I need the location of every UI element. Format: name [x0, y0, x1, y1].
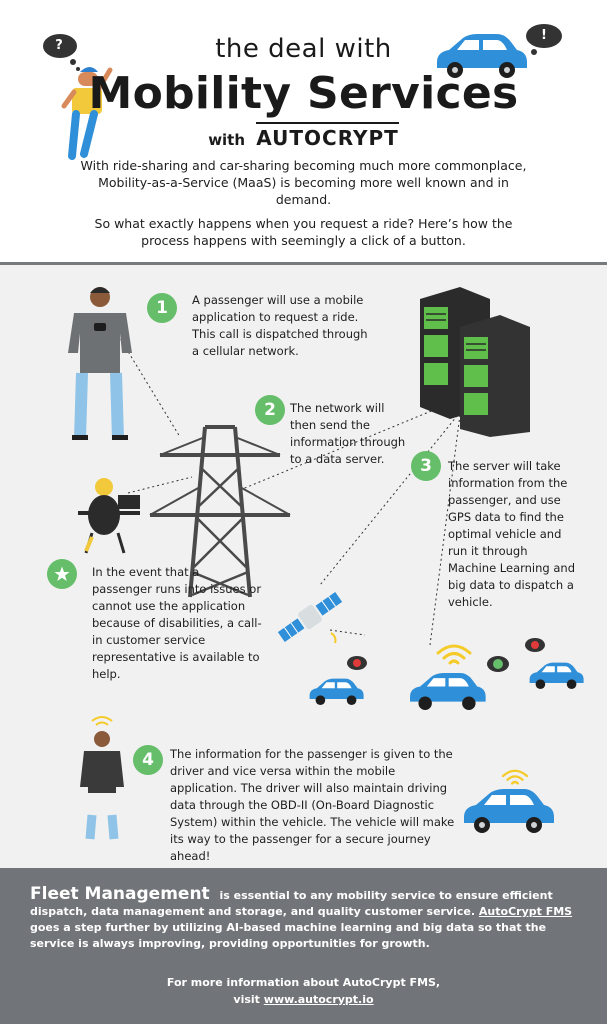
page-title: Mobility Services: [88, 68, 519, 119]
header: ? ! the deal with Mobility Services with…: [0, 0, 607, 262]
step-2-badge: 2: [255, 395, 285, 425]
step-4-text: The information for the passenger is giv…: [170, 747, 455, 863]
step-1-text: A passenger will use a mobile applicatio…: [192, 293, 368, 358]
car-icon-left: [309, 678, 364, 705]
fleet-management-body-2: goes a step further by utilizing AI-base…: [30, 921, 547, 950]
process-panel: 1 A passenger will use a mobile applicat…: [0, 265, 607, 868]
more-info: For more information about AutoCrypt FMS…: [0, 974, 607, 1008]
car-icon-dispatched: [464, 789, 554, 833]
red-x-bubble-icon-right: [525, 638, 545, 652]
thought-bubble-icon: [526, 24, 562, 55]
more-info-line: For more information about AutoCrypt FMS…: [166, 976, 441, 989]
data-server-illustration: [420, 287, 530, 437]
autocrypt-fms-link[interactable]: AutoCrypt FMS: [478, 905, 573, 918]
car-illustration-header: [437, 34, 527, 78]
wifi-signal-icon: [436, 644, 472, 665]
fleet-management-body-1: is essential to any mobility service to …: [30, 889, 553, 918]
star-step-text: In the event that a passenger runs into …: [92, 565, 262, 681]
step-2-text: The network will then send the informati…: [290, 401, 406, 466]
step-3-text: The server will take information from th…: [448, 459, 576, 609]
cell-tower-illustration: [149, 425, 291, 598]
exclamation-bubble: !: [541, 28, 547, 43]
car-icon-right: [529, 662, 584, 689]
wifi-signal-car-icon: [501, 769, 529, 785]
car-icon-selected: [410, 673, 486, 710]
section-divider: [0, 262, 607, 265]
with-label: with: [208, 131, 246, 149]
red-x-bubble-icon: [347, 656, 367, 670]
visit-prefix: visit: [233, 993, 260, 1006]
customer-service-rep-illustration: [78, 478, 140, 554]
thinking-man-illustration: [43, 34, 113, 160]
brand-line: with AUTOCRYPT: [0, 122, 607, 150]
title-line-1: the deal with: [215, 34, 392, 64]
website-link[interactable]: www.autocrypt.io: [263, 993, 374, 1006]
question-bubble: ?: [55, 38, 63, 53]
step-1-badge: 1: [147, 293, 177, 323]
step-3-badge: 3: [411, 451, 441, 481]
intro-paragraph-2: So what exactly happens when you request…: [94, 216, 513, 248]
brand-logo: AUTOCRYPT: [256, 122, 399, 150]
driver-with-phone-illustration: [80, 716, 124, 840]
fleet-management-paragraph: Fleet Management is essential to any mob…: [30, 886, 580, 952]
intro-paragraph-1: With ride-sharing and car-sharing becomi…: [80, 158, 527, 207]
star-badge: [47, 559, 77, 589]
visit-line: visit www.autocrypt.io: [0, 991, 607, 1008]
fleet-management-title: Fleet Management: [30, 884, 210, 904]
passenger-with-phone-illustration: [68, 287, 132, 440]
satellite-illustration: [277, 592, 343, 644]
check-bubble-icon: [487, 656, 509, 672]
connection-lines: [117, 334, 471, 646]
footer: Fleet Management is essential to any mob…: [0, 868, 607, 1024]
star-icon: [54, 566, 70, 581]
step-4-badge: 4: [133, 745, 163, 775]
